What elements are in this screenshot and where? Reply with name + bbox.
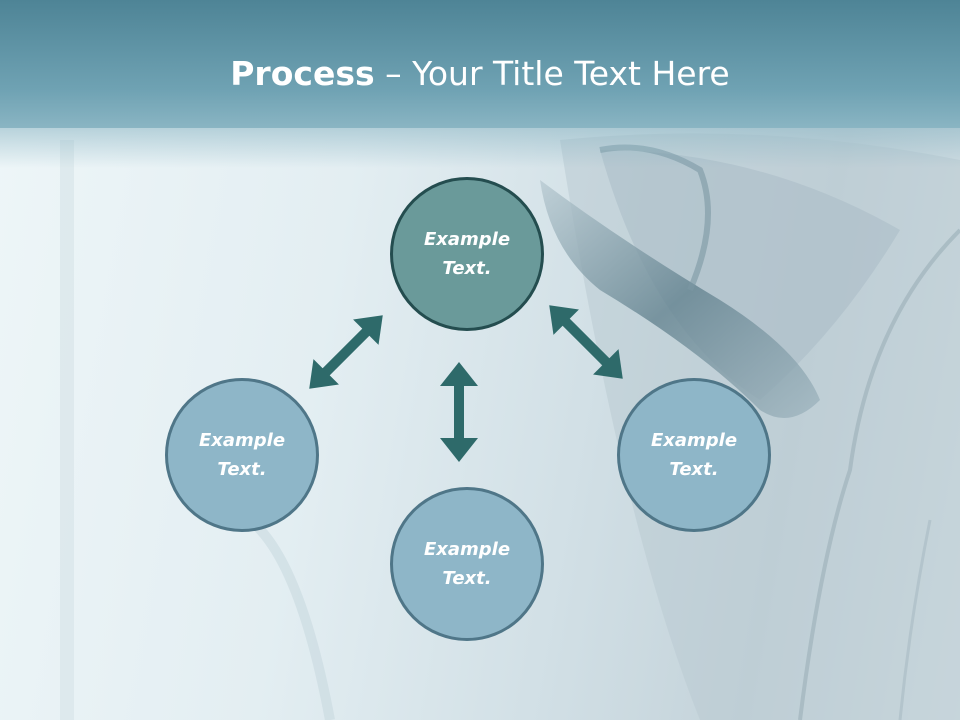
- process-node-top: Example Text.: [390, 177, 544, 331]
- title-bold: Process: [230, 54, 375, 93]
- process-node-bottom: Example Text.: [390, 487, 544, 641]
- slide-title: Process – Your Title Text Here: [0, 52, 960, 96]
- process-node-right: Example Text.: [617, 378, 771, 532]
- title-bar-fade: [0, 128, 960, 168]
- node-label-left: Example Text.: [198, 430, 286, 480]
- node-label-bottom: Example Text.: [423, 539, 511, 589]
- process-node-left: Example Text.: [165, 378, 319, 532]
- node-label-top: Example Text.: [423, 229, 511, 279]
- title-bar: Process – Your Title Text Here: [0, 0, 960, 128]
- arrow-center-right: [549, 305, 623, 379]
- title-rest: – Your Title Text Here: [374, 54, 730, 93]
- node-label-right: Example Text.: [650, 430, 738, 480]
- arrow-center-left: [309, 315, 383, 389]
- arrow-center-bottom: [440, 362, 478, 462]
